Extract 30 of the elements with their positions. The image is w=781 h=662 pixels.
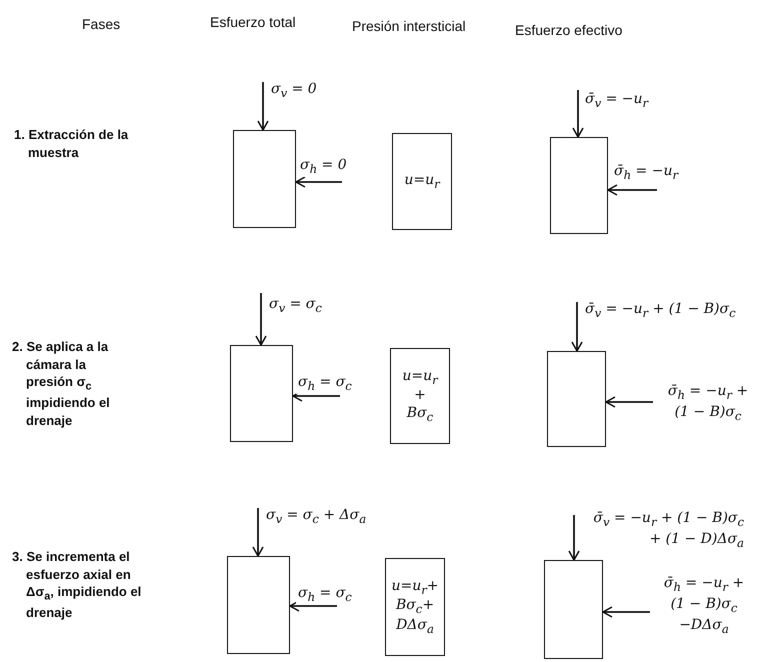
sample-box — [550, 137, 608, 234]
pore-pressure-formula: u=u$_{r}$+ Bσ$_{c}$+ DΔσ$_{a}$ — [390, 578, 440, 636]
arrow — [607, 184, 657, 196]
phase-description: 1. Extracción de la muestra — [14, 126, 130, 162]
pressure-box — [390, 348, 450, 444]
pressure-box — [385, 558, 445, 656]
arrow — [602, 606, 650, 618]
pore-pressure-formula: u=u$_{r}$ — [404, 172, 440, 192]
column-header: Fases — [82, 16, 120, 32]
column-header: Presión intersticial — [352, 18, 466, 34]
sample-box — [230, 345, 293, 442]
column-header: Esfuerzo efectivo — [515, 22, 622, 38]
arrow — [252, 508, 264, 557]
pressure-box — [392, 133, 452, 230]
sample-box — [547, 351, 606, 447]
arrow — [255, 293, 267, 346]
arrow — [571, 302, 583, 352]
pore-pressure-formula: u=u$_{r}$ + Bσ$_{c}$ — [401, 368, 440, 424]
column-header: Esfuerzo total — [210, 14, 296, 30]
arrow — [605, 396, 653, 408]
arrow — [295, 176, 342, 188]
sample-box — [233, 130, 296, 228]
arrow — [257, 82, 269, 131]
arrow — [568, 515, 580, 561]
phase-description: 2. Se aplica a la cámara la presión σ$_{c}$ impidiendo el drenaje — [12, 338, 111, 430]
phase-description: 3. Se incrementa el esfuerzo axial en Δσ$_{a}$, impidiendo el drenaje — [12, 548, 142, 622]
arrow — [572, 90, 584, 138]
sample-box — [227, 556, 290, 654]
sample-box — [544, 560, 603, 659]
arrow — [289, 600, 337, 612]
